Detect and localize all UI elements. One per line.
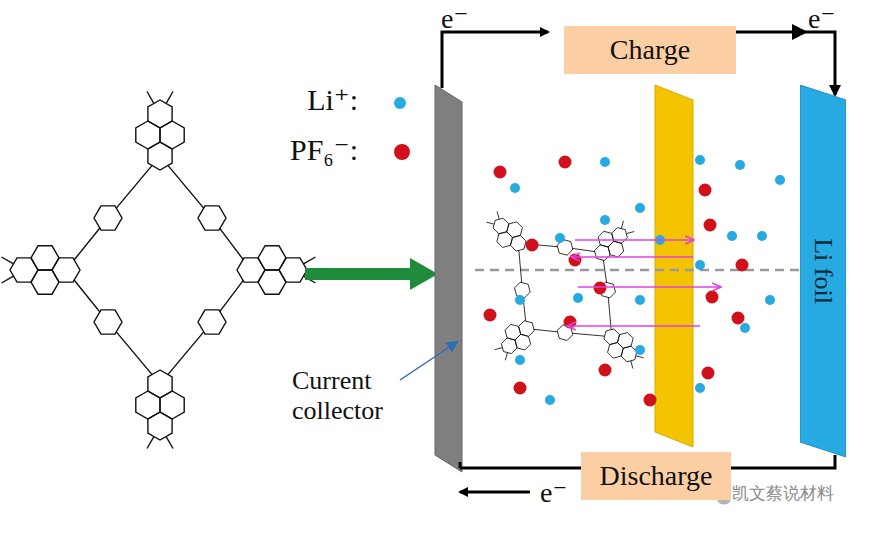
electron-label: e⁻ (808, 2, 835, 35)
watermark: 凯文蔡说材料 (732, 482, 834, 505)
electron-arrow (460, 491, 530, 494)
separator (655, 85, 693, 447)
green-arrow (305, 268, 415, 280)
node-text: Li foil (808, 238, 838, 304)
node-text: Charge (610, 34, 690, 66)
current-collector-plate (435, 85, 462, 472)
electron-label: e⁻ (441, 2, 468, 35)
dashed-line (475, 269, 812, 272)
legend-text: Li⁺: (307, 82, 358, 117)
charge-box: Charge (564, 26, 736, 74)
wire-connector (736, 32, 835, 95)
leader-line (400, 342, 457, 380)
green-arrow-head (410, 258, 438, 290)
legend-text: PF₆⁻: (290, 132, 358, 167)
electron-label: e⁻ (540, 476, 567, 509)
external-wire (442, 32, 585, 468)
polymer-structure (1, 91, 315, 448)
legend-swatch (394, 97, 406, 109)
discharge-box: Discharge (581, 452, 731, 500)
ions (484, 155, 786, 407)
wire-connector (731, 455, 835, 468)
ion-flow-arrows (568, 240, 720, 326)
li-foil-band: Li foil (800, 85, 846, 457)
node-text: Discharge (600, 460, 713, 492)
legend-swatch (394, 144, 410, 160)
part-label: Current collector (292, 366, 417, 426)
polymer-in-cell (427, 153, 702, 428)
